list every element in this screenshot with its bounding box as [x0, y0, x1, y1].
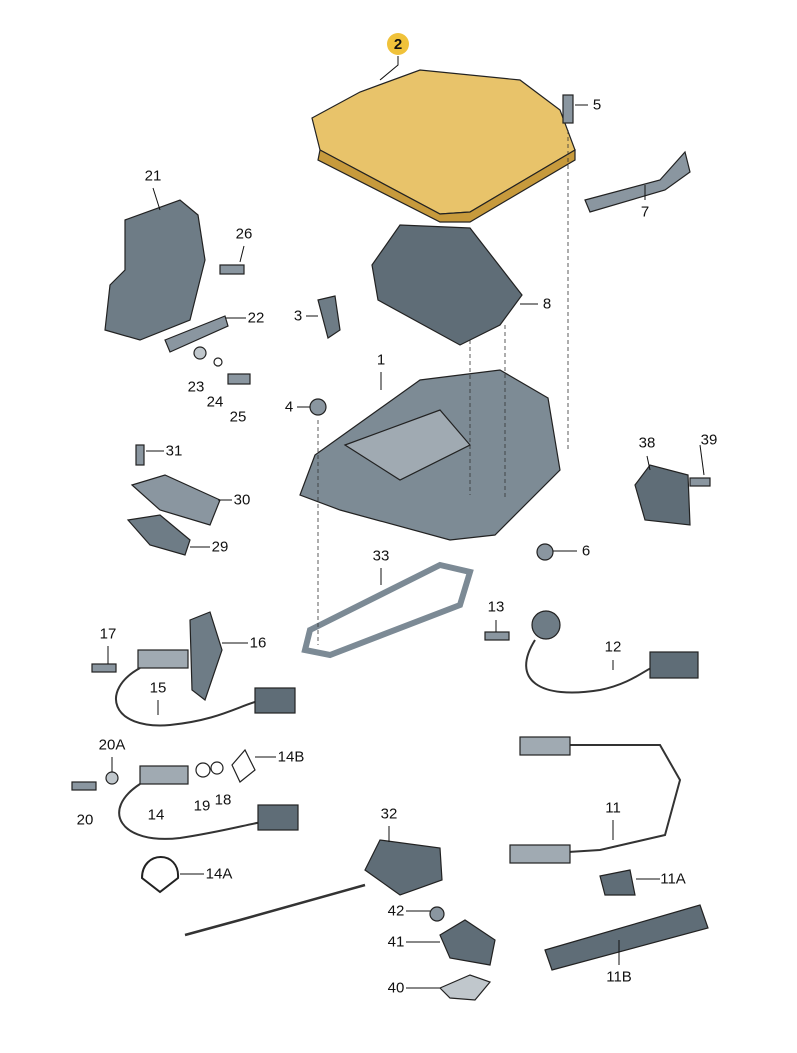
label-26: 26 [235, 225, 253, 243]
bolt-20 [71, 781, 97, 791]
label-5: 5 [592, 96, 602, 114]
bracket-29 [126, 514, 191, 556]
label-17: 17 [99, 625, 117, 643]
gasket-14B [231, 748, 256, 783]
clip-11A [599, 869, 636, 896]
label-24: 24 [206, 393, 224, 411]
label-7: 7 [640, 203, 650, 221]
screw-13 [484, 631, 510, 641]
bolt-17 [91, 663, 117, 673]
label-19: 19 [193, 797, 211, 815]
connector-11 [519, 736, 571, 756]
washer-24 [213, 357, 223, 367]
bracket-21 [104, 199, 206, 341]
label-8: 8 [542, 295, 552, 313]
label-29: 29 [211, 538, 229, 556]
label-11A: 11A [660, 870, 686, 888]
probe-32 [184, 883, 366, 937]
connector-15 [254, 687, 296, 714]
label-30: 30 [233, 491, 251, 509]
cable-14 [118, 783, 263, 840]
label-13: 13 [487, 598, 505, 616]
label-2: 2 [387, 33, 409, 55]
label-25: 25 [229, 408, 247, 426]
sensor-32 [364, 839, 443, 896]
label-32: 32 [380, 805, 398, 823]
connector-14 [257, 804, 299, 831]
bracket-16 [189, 611, 223, 701]
sensor-41 [439, 919, 496, 966]
label-22: 22 [247, 309, 265, 327]
fastener-6 [536, 543, 554, 561]
sensor-15 [137, 649, 189, 669]
label-21: 21 [144, 167, 162, 185]
screw-39 [689, 477, 711, 487]
label-41: 41 [387, 933, 405, 951]
label-11B: 11B [606, 968, 632, 986]
cable-11 [519, 744, 682, 856]
sleeve-11B [544, 904, 709, 971]
label-14A: 14A [205, 865, 233, 883]
gasket-40 [438, 974, 492, 1001]
clamp-14A [140, 856, 180, 894]
label-11: 11 [605, 799, 621, 817]
label-23: 23 [187, 378, 205, 396]
washer-20A [105, 771, 119, 785]
label-20A: 20A [98, 736, 126, 754]
cable-15 [115, 667, 263, 727]
label-42: 42 [387, 902, 405, 920]
gasket-33 [301, 561, 474, 659]
label-40: 40 [387, 979, 405, 997]
label-16: 16 [249, 634, 267, 652]
label-15: 15 [149, 679, 167, 697]
ring-19 [195, 762, 211, 778]
label-1: 1 [376, 351, 386, 369]
bolt-25 [227, 373, 251, 385]
screw-31 [135, 444, 145, 466]
label-12: 12 [604, 638, 622, 656]
plate-22 [164, 315, 229, 353]
ecu-cover [311, 69, 576, 215]
label-33: 33 [372, 547, 390, 565]
label-14B: 14B [277, 748, 305, 766]
cable-12 [525, 639, 656, 694]
nut-42 [429, 906, 445, 922]
clip-3 [317, 295, 341, 339]
washer-23 [193, 346, 207, 360]
oxygen-sensor-11 [509, 844, 571, 864]
control-unit-8 [371, 224, 523, 346]
ring-18 [210, 761, 224, 775]
screw-5 [562, 94, 574, 124]
bracket-7 [584, 150, 691, 213]
connector-12 [649, 651, 699, 679]
label-3: 3 [293, 307, 303, 325]
label-6: 6 [581, 542, 591, 560]
sensor-14 [139, 765, 189, 785]
label-20: 20 [76, 811, 94, 829]
bolt-26 [219, 264, 245, 275]
nut-4 [309, 398, 327, 416]
bracket-30 [130, 474, 221, 526]
label-18: 18 [214, 791, 232, 809]
label-4: 4 [284, 398, 294, 416]
label-14: 14 [147, 806, 165, 824]
label-38: 38 [638, 434, 656, 452]
knock-sensor-12 [531, 610, 561, 640]
sensor-38 [634, 464, 691, 526]
label-31: 31 [165, 442, 183, 460]
label-39: 39 [700, 431, 718, 449]
